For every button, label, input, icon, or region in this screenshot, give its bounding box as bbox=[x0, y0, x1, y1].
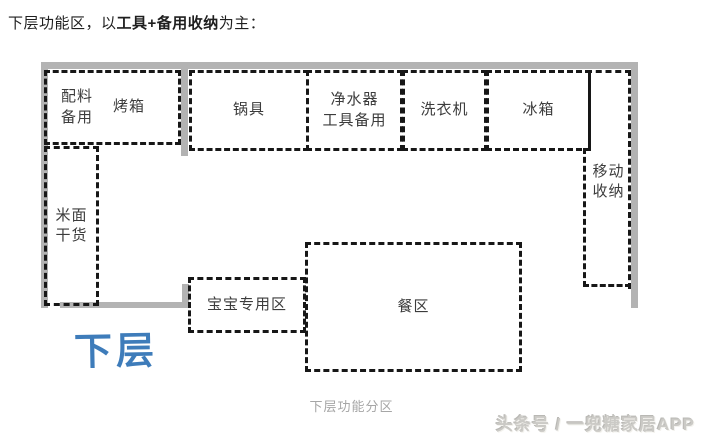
zone-mobile-storage: 移动收纳 bbox=[583, 148, 631, 287]
wall-bottom-left-stub bbox=[182, 284, 189, 308]
zone-label-mobile-storage: 移动收纳 bbox=[592, 163, 625, 201]
zone-label-fridge: 冰箱 bbox=[522, 101, 555, 119]
wall-top bbox=[41, 62, 638, 69]
right-column-top-edge bbox=[586, 70, 631, 73]
zone-label-dining: 餐区 bbox=[397, 297, 430, 315]
floor-level-label: 下层 bbox=[73, 330, 159, 374]
zone-label-oven: 烤箱 bbox=[113, 98, 146, 116]
zone-label-rice: 米面干货 bbox=[55, 206, 88, 244]
watermark: 头条号 / 一兜糖家居APP bbox=[495, 415, 695, 434]
zone-pots: 锅具 bbox=[189, 70, 309, 151]
zone-label-baby: 宝宝专用区 bbox=[206, 295, 287, 313]
zone-water-purifier-tools: 净水器工具备用 bbox=[306, 70, 403, 151]
zone-dining-area: 餐区 bbox=[305, 242, 522, 372]
zone-label-ingredients: 配料备用 bbox=[61, 88, 94, 126]
zone-label-purifier: 净水器工具备用 bbox=[322, 91, 387, 129]
title-suffix: 为主： bbox=[218, 15, 266, 32]
zone-label-washer: 洗衣机 bbox=[420, 101, 469, 119]
zone-washing-machine: 洗衣机 bbox=[402, 70, 487, 151]
wall-bottom-left bbox=[60, 302, 189, 308]
page-title: 下层功能区，以工具+备用收纳为主： bbox=[8, 12, 265, 33]
title-prefix: 下层功能区，以 bbox=[8, 15, 117, 32]
figure-caption: 下层功能分区 bbox=[309, 399, 394, 414]
zone-rice-dry-goods: 米面干货 bbox=[44, 146, 99, 306]
zone-label-pots: 锅具 bbox=[232, 101, 265, 119]
zone-ingredients-and-oven: 配料备用 烤箱 bbox=[44, 70, 181, 145]
wall-right bbox=[631, 62, 638, 308]
title-bold-keywords: 工具+备用收纳 bbox=[116, 15, 219, 32]
right-wall-dashed-edge bbox=[628, 70, 631, 289]
zone-fridge: 冰箱 bbox=[486, 70, 591, 151]
wall-middle-stub bbox=[181, 64, 188, 156]
zone-baby-area: 宝宝专用区 bbox=[188, 277, 306, 333]
